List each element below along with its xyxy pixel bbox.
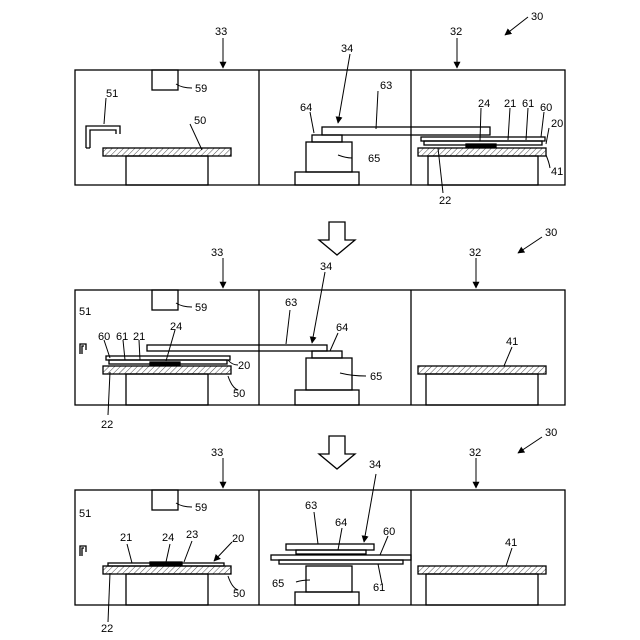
pedestal	[126, 156, 208, 185]
pedestal	[426, 574, 538, 605]
nozzle-51	[80, 546, 86, 556]
label-50: 50	[233, 588, 245, 600]
label-63: 63	[285, 297, 297, 309]
stage-41	[418, 366, 546, 374]
label-24: 24	[162, 532, 174, 544]
label-59: 59	[195, 302, 207, 314]
label-20: 20	[238, 360, 250, 372]
nozzle-51	[80, 344, 86, 354]
label-41: 41	[551, 166, 563, 178]
label-64: 64	[335, 517, 347, 529]
stage-1	[75, 70, 565, 185]
transition-arrow	[319, 222, 355, 255]
label-64: 64	[300, 102, 312, 114]
label-51: 51	[106, 88, 118, 100]
label-20: 20	[232, 533, 244, 545]
camera-59	[152, 70, 178, 90]
label-22: 22	[101, 623, 113, 635]
base	[295, 172, 359, 185]
label-61: 61	[522, 98, 534, 110]
transfer-arm-63	[322, 127, 490, 135]
nozzle-51	[86, 126, 120, 148]
label-33: 33	[211, 447, 223, 459]
label-51: 51	[79, 306, 91, 318]
label-65: 65	[368, 153, 380, 165]
label-30: 30	[545, 427, 557, 439]
camera-59	[152, 490, 178, 510]
base	[295, 390, 359, 405]
label-23: 23	[186, 529, 198, 541]
label-34: 34	[320, 261, 332, 273]
label-24: 24	[478, 98, 490, 110]
stage-50	[103, 366, 231, 374]
chip-24	[466, 144, 496, 147]
stage-50	[103, 566, 231, 574]
transfer-arm-63	[147, 345, 327, 351]
label-50: 50	[233, 388, 245, 400]
stage-2	[75, 290, 565, 405]
chamber-frame	[75, 70, 565, 185]
label-21: 21	[133, 331, 145, 343]
label-32: 32	[469, 247, 481, 259]
label-61: 61	[373, 582, 385, 594]
stage-50	[103, 148, 231, 156]
arm-head-64	[312, 135, 342, 142]
label-21: 21	[504, 98, 516, 110]
label-59: 59	[195, 502, 207, 514]
label-59: 59	[195, 83, 207, 95]
label-32: 32	[450, 26, 462, 38]
label-50: 50	[194, 115, 206, 127]
label-41: 41	[506, 336, 518, 348]
pedestal	[126, 574, 208, 605]
base	[295, 592, 359, 605]
chamber-frame	[75, 290, 565, 405]
label-41: 41	[505, 537, 517, 549]
label-51: 51	[79, 508, 91, 520]
label-22: 22	[439, 195, 451, 207]
stage-41	[418, 148, 546, 156]
transition-arrow	[319, 436, 355, 469]
chamber-frame	[75, 490, 565, 605]
label-34: 34	[341, 43, 353, 55]
label-34: 34	[369, 459, 381, 471]
label-33: 33	[215, 26, 227, 38]
pedestal	[426, 374, 538, 405]
label-32: 32	[469, 447, 481, 459]
pedestal	[126, 374, 208, 405]
label-21: 21	[120, 532, 132, 544]
label-24: 24	[170, 321, 182, 333]
label-61: 61	[116, 331, 128, 343]
camera-59	[152, 290, 178, 310]
film-61	[279, 560, 403, 564]
label-65: 65	[370, 371, 382, 383]
stage-41	[418, 566, 546, 574]
label-63: 63	[305, 500, 317, 512]
chip-24	[150, 362, 180, 365]
label-30: 30	[531, 11, 543, 23]
arm-head-64	[296, 550, 366, 554]
label-63: 63	[380, 80, 392, 92]
lift-65	[306, 566, 352, 592]
label-33: 33	[211, 247, 223, 259]
label-20: 20	[551, 118, 563, 130]
label-64: 64	[336, 322, 348, 334]
label-60: 60	[540, 102, 552, 114]
label-60: 60	[383, 526, 395, 538]
transfer-arm-63	[286, 544, 374, 550]
label-30: 30	[545, 227, 557, 239]
label-22: 22	[101, 419, 113, 431]
arm-head-64	[312, 351, 342, 358]
chip-24	[150, 562, 182, 565]
pedestal	[428, 156, 538, 185]
stage-3	[75, 490, 565, 605]
label-65: 65	[272, 578, 284, 590]
substrate-frame-60	[271, 555, 411, 560]
label-60: 60	[98, 331, 110, 343]
